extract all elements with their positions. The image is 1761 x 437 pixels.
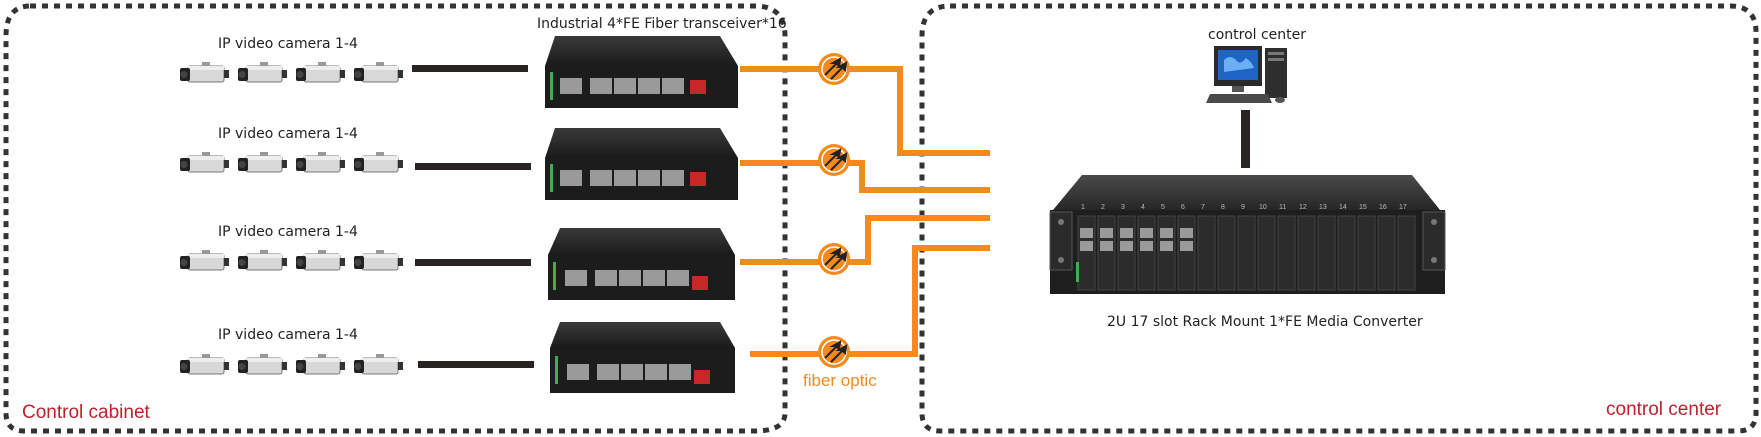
- fiber-transceiver-2: [545, 128, 738, 200]
- ethernet-bundle: [418, 361, 534, 368]
- slot-number: 17: [1399, 204, 1407, 211]
- control-cabinet-label: Control cabinet: [22, 402, 150, 423]
- control-center-border: [919, 3, 1759, 434]
- slot-number: 8: [1221, 204, 1225, 211]
- slot-number: 3: [1121, 204, 1125, 211]
- slot-number: 9: [1241, 204, 1245, 211]
- rack-slots: [1077, 215, 1416, 291]
- slot-number: 11: [1279, 204, 1287, 211]
- slot-number: 2: [1101, 204, 1105, 211]
- ethernet-bundle: [412, 65, 528, 72]
- slot-number: 5: [1161, 204, 1165, 211]
- slot-number: 4: [1141, 204, 1145, 211]
- fiber-transceiver-4: [550, 322, 735, 393]
- control-center-label: control center: [1606, 399, 1722, 420]
- computer-icon: [1206, 46, 1287, 103]
- slot-number: 12: [1299, 204, 1307, 211]
- transceiver-title: Industrial 4*FE Fiber transceiver*16: [537, 16, 787, 32]
- slot-number: 13: [1319, 204, 1327, 211]
- camera-group-label: IP video camera 1-4: [218, 224, 358, 240]
- ethernet-bundle: [415, 163, 531, 170]
- rack-slot-numbers: 1 2 3 4 5 6 7 8 9 10 11 12 13 14 15 16 1…: [1078, 204, 1418, 214]
- fiber-line-2: [740, 160, 990, 193]
- slot-number: 10: [1259, 204, 1267, 211]
- ethernet-bundle: [415, 259, 531, 266]
- slot-number: 14: [1339, 204, 1347, 211]
- pc-rack-cable: [1241, 110, 1250, 168]
- fiber-transceiver-3: [548, 228, 735, 300]
- camera-group-label: IP video camera 1-4: [218, 126, 358, 142]
- slot-number: 6: [1181, 204, 1185, 211]
- camera-group-label: IP video camera 1-4: [218, 36, 358, 52]
- fiber-optic-label: fiber optic: [803, 371, 877, 390]
- pc-label: control center: [1208, 27, 1307, 43]
- fiber-transceiver-1: [545, 36, 738, 108]
- control-cabinet-border: [3, 3, 788, 434]
- rack-ports: [1076, 228, 1193, 282]
- camera-group-label: IP video camera 1-4: [218, 327, 358, 343]
- fiber-line-3: [740, 215, 990, 265]
- slot-number: 7: [1201, 204, 1205, 211]
- slot-number: 16: [1379, 204, 1387, 211]
- slot-number: 15: [1359, 204, 1367, 211]
- slot-number: 1: [1081, 204, 1085, 211]
- rack-mount-media-converter: [1049, 175, 1446, 294]
- rack-label: 2U 17 slot Rack Mount 1*FE Media Convert…: [1107, 314, 1423, 330]
